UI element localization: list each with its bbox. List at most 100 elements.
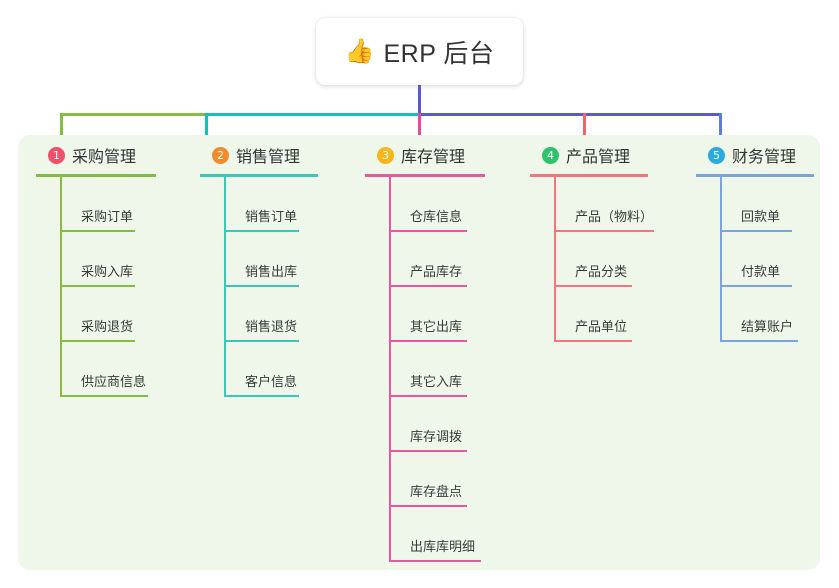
menu-item-rule (389, 395, 467, 397)
menu-item-rule (389, 230, 467, 232)
menu-item[interactable]: 库存盘点 (389, 452, 485, 507)
menu-item-rule (720, 230, 792, 232)
menu-item-label: 其它出库 (410, 319, 463, 334)
menu-item[interactable]: 供应商信息 (60, 342, 156, 397)
menu-item-rule (720, 285, 792, 287)
column-number-badge: 1 (48, 146, 65, 164)
menu-item[interactable]: 销售订单 (224, 177, 318, 232)
column-header-rule (530, 174, 648, 177)
thumbs-up-icon: 👍 (344, 37, 375, 65)
column-title: 库存管理 (401, 149, 466, 166)
menu-item[interactable]: 产品库存 (389, 232, 485, 287)
menu-item[interactable]: 其它出库 (389, 287, 485, 342)
menu-item-label: 产品库存 (410, 264, 463, 279)
menu-item-rule (60, 285, 135, 287)
column-title: 销售管理 (236, 149, 301, 166)
root-node-card[interactable]: 👍 ERP 后台 (316, 18, 523, 85)
column-number-badge: 5 (708, 146, 725, 164)
column-spine (554, 177, 556, 342)
menu-item-rule (224, 395, 299, 397)
connector-drop-2 (205, 113, 208, 141)
menu-item[interactable]: 采购退货 (60, 287, 156, 342)
column-number-badge: 3 (377, 146, 394, 164)
menu-item-label: 采购退货 (81, 319, 134, 334)
column-4: 4 产品管理产品（物料） 产品分类产品单位 (530, 143, 654, 342)
menu-item-label: 客户信息 (245, 374, 298, 389)
menu-item[interactable]: 销售出库 (224, 232, 318, 287)
column-spine (60, 177, 62, 397)
menu-item-label: 库存调拨 (410, 429, 463, 444)
connector-drop-5 (719, 113, 722, 141)
menu-item[interactable]: 客户信息 (224, 342, 318, 397)
connector-bus-right (418, 113, 722, 116)
menu-item[interactable]: 出库库明细 (389, 507, 485, 562)
menu-item-rule (554, 340, 632, 342)
column-3: 3 库存管理仓库信息产品库存其它出库其它入库库存调拨库存盘点出库库明细 (365, 143, 485, 562)
menu-item-rule (554, 285, 632, 287)
menu-item[interactable]: 回款单 (720, 177, 814, 232)
column-items: 回款单付款单结算账户 (720, 177, 814, 342)
menu-item-label: 销售订单 (245, 209, 298, 224)
menu-item[interactable]: 其它入库 (389, 342, 485, 397)
column-header-1[interactable]: 1 采购管理 (36, 143, 156, 167)
menu-item-rule (224, 340, 299, 342)
menu-item-label: 销售退货 (245, 319, 298, 334)
menu-item-rule (60, 395, 148, 397)
menu-item-label: 出库库明细 (410, 539, 476, 554)
menu-item-rule (224, 285, 299, 287)
column-spine (224, 177, 226, 397)
menu-item-rule (720, 340, 798, 342)
column-items: 采购订单采购入库采购退货供应商信息 (60, 177, 156, 397)
column-header-3[interactable]: 3 库存管理 (365, 143, 485, 167)
menu-item-label: 产品分类 (575, 264, 628, 279)
connector-root-stem (418, 85, 421, 115)
menu-item-rule (60, 340, 135, 342)
menu-item-label: 库存盘点 (410, 484, 463, 499)
root-node-title: ERP 后台 (383, 39, 495, 68)
menu-item[interactable]: 产品（物料） (554, 177, 654, 232)
column-1: 1 采购管理采购订单采购入库采购退货供应商信息 (36, 143, 156, 397)
column-spine (389, 177, 391, 562)
connector-drop-1 (60, 113, 63, 141)
menu-item-label: 采购订单 (81, 209, 134, 224)
connector-drop-3 (418, 113, 421, 141)
column-items: 产品（物料） 产品分类产品单位 (554, 177, 654, 342)
menu-item[interactable]: 采购订单 (60, 177, 156, 232)
menu-item[interactable]: 采购入库 (60, 232, 156, 287)
menu-item-label: 其它入库 (410, 374, 463, 389)
menu-item[interactable]: 销售退货 (224, 287, 318, 342)
menu-item[interactable]: 产品分类 (554, 232, 648, 287)
column-header-4[interactable]: 4 产品管理 (530, 143, 648, 167)
connector-bus-left (60, 113, 207, 116)
menu-item-label: 仓库信息 (410, 209, 463, 224)
menu-item-label: 付款单 (741, 264, 781, 279)
connector-bus-middle (205, 113, 420, 116)
diagram-panel (18, 135, 820, 570)
menu-item[interactable]: 库存调拨 (389, 397, 485, 452)
menu-item-rule (389, 560, 481, 562)
menu-item-label: 产品单位 (575, 319, 628, 334)
column-number-badge: 4 (542, 146, 559, 164)
menu-item-rule (224, 230, 299, 232)
menu-item-label: 回款单 (741, 209, 781, 224)
connector-drop-4 (583, 113, 586, 141)
menu-item[interactable]: 仓库信息 (389, 177, 485, 232)
menu-item[interactable]: 付款单 (720, 232, 814, 287)
column-header-rule (696, 174, 814, 177)
menu-item[interactable]: 产品单位 (554, 287, 648, 342)
column-spine (720, 177, 722, 342)
menu-item-label: 产品（物料） (575, 209, 654, 224)
menu-item-label: 采购入库 (81, 264, 134, 279)
column-title: 产品管理 (566, 149, 631, 166)
menu-item[interactable]: 结算账户 (720, 287, 814, 342)
menu-item-label: 销售出库 (245, 264, 298, 279)
menu-item-label: 供应商信息 (81, 374, 147, 389)
column-items: 销售订单销售出库销售退货客户信息 (224, 177, 318, 397)
column-title: 采购管理 (72, 149, 137, 166)
column-items: 仓库信息产品库存其它出库其它入库库存调拨库存盘点出库库明细 (389, 177, 485, 562)
menu-item-rule (554, 230, 654, 232)
menu-item-label: 结算账户 (741, 319, 794, 334)
